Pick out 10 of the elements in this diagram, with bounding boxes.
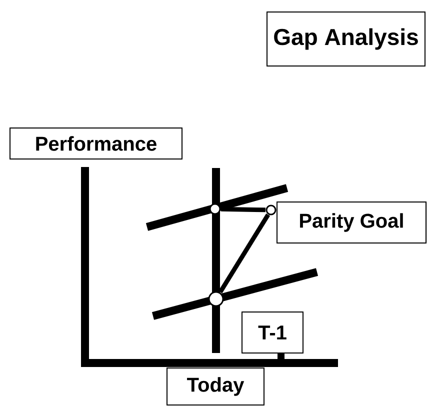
connector-line bbox=[220, 206, 266, 212]
connector-line bbox=[218, 214, 270, 294]
point-marker bbox=[209, 203, 221, 215]
label-box: Performance bbox=[10, 128, 182, 160]
label-box: Parity Goal bbox=[276, 202, 426, 244]
title-box: Gap Analysis bbox=[266, 12, 426, 66]
point-marker bbox=[266, 204, 276, 216]
label-box: T-1 bbox=[242, 312, 304, 354]
label-box: Today bbox=[166, 368, 264, 406]
point-marker bbox=[208, 291, 224, 307]
